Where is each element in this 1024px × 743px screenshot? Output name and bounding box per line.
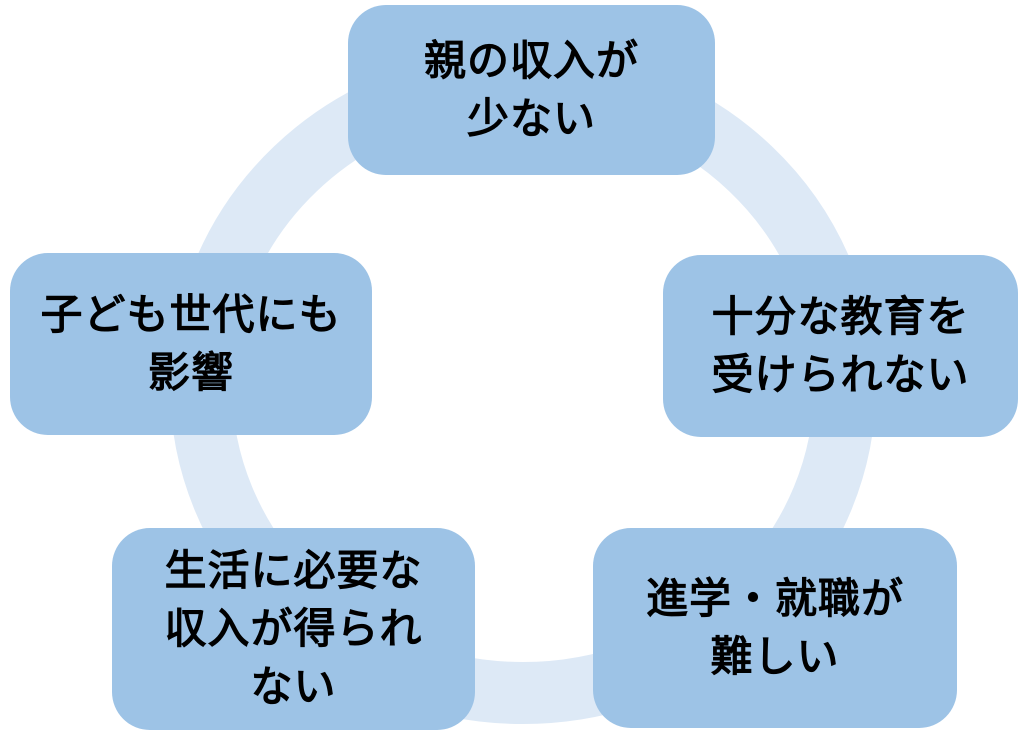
node-text-line: 生活に必要な (164, 547, 423, 595)
cycle-node-insufficient-education: 十分な教育を 受けられない (663, 255, 1018, 437)
node-text-line: 進学・就職が (645, 575, 904, 623)
node-text-line: ない (250, 662, 337, 710)
cycle-node-cannot-earn-living-income: 生活に必要な 収入が得られ ない (112, 528, 475, 730)
node-text-line: 受けられない (711, 351, 970, 398)
node-text-line: 収入が得られ (164, 605, 423, 653)
cycle-node-affects-next-generation: 子ども世代にも 影響 (10, 253, 372, 435)
node-text-line: 子ども世代にも (40, 291, 342, 339)
node-text-line: 親の収入が (423, 37, 639, 85)
node-text-line: 十分な教育を (711, 293, 970, 341)
cycle-node-hard-to-advance-or-work: 進学・就職が 難しい (593, 528, 957, 728)
node-text-line: 難しい (710, 633, 840, 680)
node-text-line: 影響 (147, 349, 234, 396)
cycle-node-parents-income-low: 親の収入が 少ない (348, 5, 715, 175)
node-text-line: 少ない (466, 95, 596, 142)
